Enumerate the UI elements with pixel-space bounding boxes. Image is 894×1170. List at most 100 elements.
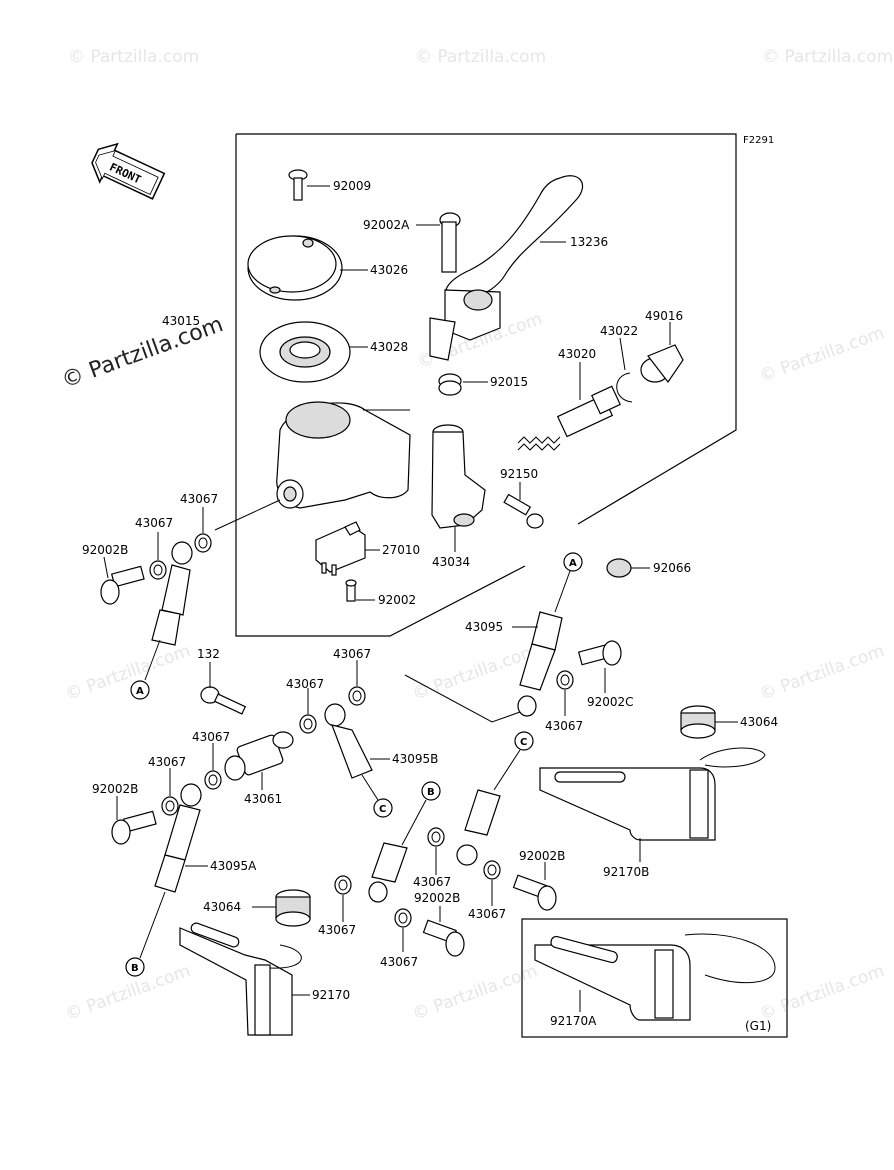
bolt-132 [200,662,247,715]
part-label: 92002B [519,849,565,863]
brake-hose-43095a: B [125,783,208,977]
callout-c: C [520,737,527,748]
grommet-43064 [252,889,311,927]
part-label: 92170A [550,1014,597,1028]
part-label: 43064 [203,900,241,914]
nut-92015 [438,373,488,396]
bolt-92150 [503,482,544,529]
part-label: 92002B [414,891,460,905]
part-label: 43022 [600,324,638,338]
part-label: 43020 [558,347,596,361]
banjo-bolt-92002b [111,796,157,845]
brake-switch-27010 [315,521,380,576]
part-label: 43026 [370,263,408,277]
part-label: 43067 [135,516,173,530]
washer-43067 [483,860,501,906]
part-label: 43067 [468,907,506,921]
callout-a: A [136,686,144,697]
part-label: 92150 [500,467,538,481]
callout-b: B [131,963,139,974]
grommet-43064 [680,705,738,739]
bracket-92170b [539,747,766,862]
part-label: 43095A [210,859,257,873]
part-label: 43067 [180,492,218,506]
part-label: 92002B [82,543,128,557]
diagram-ref-code: F2291 [743,135,774,146]
cap-92066 [606,558,650,578]
brake-hose-middle: B C [368,731,534,903]
watermark: © Partzilla.com [757,961,887,1025]
part-label: 43067 [545,719,583,733]
part-label: 43095B [392,752,438,766]
washer-43067 [334,875,352,922]
watermark: © Partzilla.com [757,323,887,387]
watermark: © Partzilla.com [63,641,193,705]
watermark: © Partzilla.com [410,961,540,1025]
part-label: 92009 [333,179,371,193]
banjo-bolt-92002b [512,862,557,911]
washer-43067 [149,532,167,580]
washer-43067 [299,688,317,734]
washer-43067 [161,768,179,816]
brake-hose-43095b: C [324,703,393,818]
part-label: 43067 [192,730,230,744]
part-label: 43067 [318,923,356,937]
clamp-43034 [431,424,486,552]
part-label: 43067 [413,875,451,889]
part-label: 92002 [378,593,416,607]
piston-assembly-43020 [517,362,621,451]
washer-43067 [427,827,445,875]
washer-43067 [394,908,412,952]
brake-hose-upper: A [130,541,193,700]
part-label: 43061 [244,792,282,806]
part-label: 43067 [333,647,371,661]
part-label: 43028 [370,340,408,354]
part-label-obscured: 43015 [162,314,200,328]
watermark: © Partzilla.com [415,47,546,67]
assembly-frame [236,133,737,525]
banjo-bolt-92002b [422,906,465,957]
watermark: © Partzilla.com [410,641,540,705]
master-cylinder-body [214,401,411,531]
reservoir-cap-43026 [247,235,368,301]
part-label: 43034 [432,555,470,569]
part-label: 43067 [148,755,186,769]
front-arrow-icon: FRONT [91,142,166,200]
pin-92002a [416,212,461,273]
fitting-43061 [224,731,294,790]
inset-box-92170a [521,918,788,1038]
part-label: 92066 [653,561,691,575]
part-label: 92015 [490,375,528,389]
watermark-foreground: © Partzilla.com [59,312,227,394]
screw-92009 [288,169,330,201]
callout-c: C [379,804,386,815]
circlip-43022 [616,337,633,403]
part-label: 132 [197,647,220,661]
banjo-bolt-92002c [577,640,622,693]
part-label: 92170B [603,865,649,879]
part-label: 92002A [363,218,410,232]
part-label: 92002C [587,695,634,709]
watermark: © Partzilla.com [68,47,199,67]
watermark: © Partzilla.com [762,47,893,67]
part-label: 49016 [645,309,683,323]
washer-43067 [348,660,366,706]
part-label: 92170 [312,988,350,1002]
group-note: (G1) [745,1019,771,1033]
washer-43067 [204,743,222,790]
part-label: 43067 [286,677,324,691]
watermark: © Partzilla.com [757,641,887,705]
brake-lever-13236 [429,175,583,361]
callout-a: A [569,558,577,569]
brake-hose-43095: A [404,552,583,723]
part-label: 43064 [740,715,778,729]
watermark-layer: © Partzilla.com © Partzilla.com © Partzi… [63,47,893,1025]
callout-b: B [427,787,435,798]
banjo-bolt-92002b [100,556,145,605]
washer-43067 [556,670,574,716]
screw-92002 [345,579,375,602]
diaphragm-43028 [259,321,368,383]
bracket-92170 [179,922,310,1036]
washer-43067 [194,507,212,553]
